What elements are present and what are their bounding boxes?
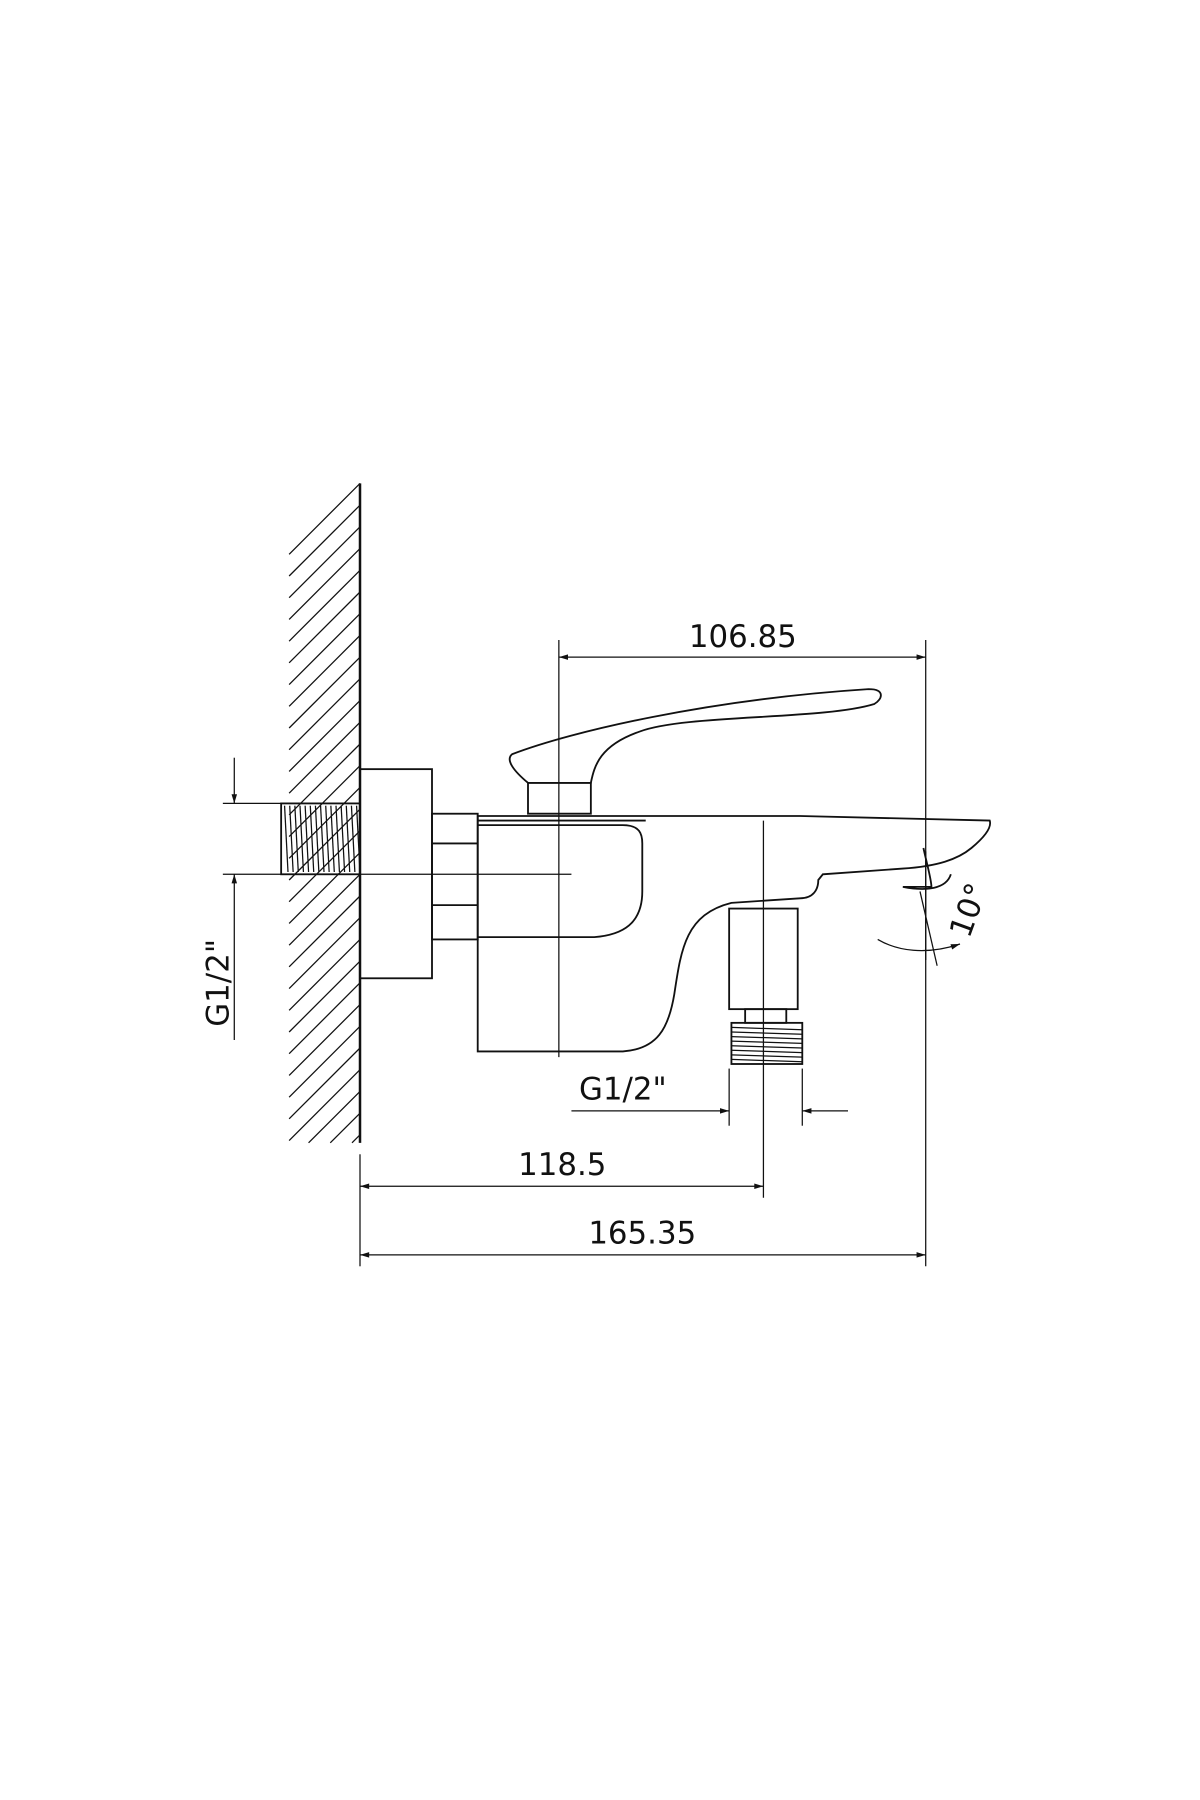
hatch-line	[283, 805, 289, 873]
diverter-outlet	[728, 907, 804, 1065]
hatch-line	[319, 805, 325, 873]
hatch-line	[299, 805, 305, 873]
hatch-line	[289, 805, 294, 873]
angle-label: 10°	[943, 878, 996, 942]
hatch-line	[309, 805, 315, 873]
hatch-line	[288, 786, 361, 859]
hatch-line	[288, 656, 361, 729]
dim-106-85: 106.85	[689, 619, 797, 655]
hatch-line	[351, 1134, 361, 1144]
hatch-line	[288, 960, 361, 1033]
hatch-line	[350, 805, 356, 873]
hatch-line	[731, 1035, 803, 1040]
hatch-line	[288, 591, 361, 664]
hatch-line	[288, 873, 361, 946]
hex-nut	[431, 812, 479, 941]
hatch-line	[314, 805, 320, 873]
hatch-line	[288, 1047, 361, 1120]
hatch-line	[731, 1045, 803, 1049]
hatch-line	[288, 938, 361, 1011]
hatch-line	[340, 805, 346, 873]
hatch-line	[330, 805, 335, 873]
hatch-line	[288, 917, 361, 990]
hatch-line	[288, 852, 361, 924]
hatch-line	[731, 1040, 803, 1045]
hatch-line	[329, 1112, 361, 1144]
hatch-line	[294, 805, 299, 873]
hatch-line	[288, 569, 361, 642]
hatch-line	[308, 1090, 361, 1144]
hatch-line	[288, 982, 361, 1055]
hatch-line	[731, 1049, 803, 1054]
lever-handle	[508, 688, 882, 815]
hatch-line	[288, 504, 361, 577]
hatch-line	[325, 805, 330, 873]
hatch-line	[345, 805, 351, 873]
dim-outlet-thread: G1/2"	[579, 1071, 667, 1107]
hatch-line	[288, 634, 361, 707]
dim-165-35: 165.35	[588, 1215, 696, 1251]
hatch-line	[731, 1026, 803, 1031]
dim-inlet-thread: G1/2"	[201, 939, 237, 1027]
hatch-line	[288, 808, 361, 881]
hatch-line	[288, 613, 361, 686]
hatch-line	[288, 895, 361, 968]
hatch-line	[288, 721, 361, 794]
faucet-body	[476, 815, 992, 1053]
hatch-line	[288, 1025, 361, 1098]
hatch-line	[335, 805, 341, 873]
hatch-line	[731, 1054, 803, 1058]
hatch-line	[304, 805, 310, 873]
hatch-line	[288, 1069, 361, 1142]
hatch-line	[288, 678, 361, 751]
hatch-line	[731, 1058, 803, 1063]
hatch-line	[288, 482, 361, 555]
hatch-line	[288, 765, 361, 838]
hatch-line	[288, 1004, 361, 1076]
hatch-line	[288, 548, 361, 620]
hatch-line	[288, 526, 361, 599]
hatch-line	[731, 1031, 803, 1035]
hatch-line	[288, 700, 361, 772]
dim-118-5: 118.5	[518, 1147, 606, 1183]
